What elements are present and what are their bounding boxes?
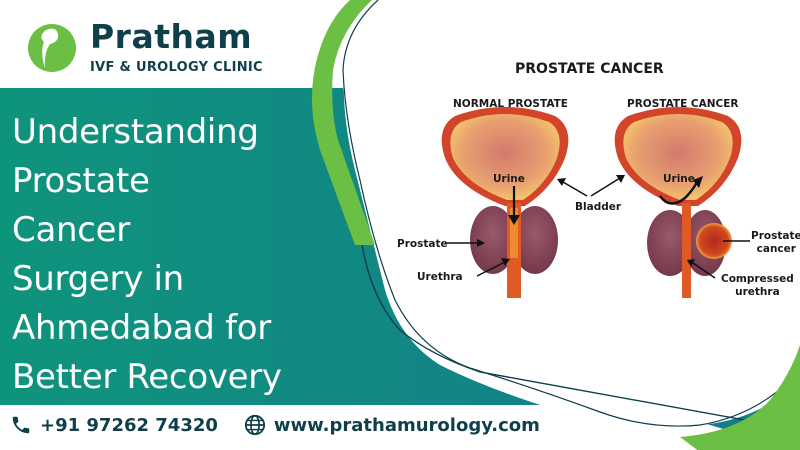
headline-line: Prostate [12,161,150,201]
headline-line: Surgery in [12,259,184,299]
logo-mark-icon [28,24,76,72]
phone-link[interactable]: +91 97262 74320 [10,414,218,436]
anatomy-illustration [441,107,750,298]
label-urine-normal: Urine [493,173,525,185]
contact-bar: +91 97262 74320 www.prathamurology.com [10,414,566,436]
diagram-title: PROSTATE CANCER [515,61,664,77]
normal-prostate-figure [441,107,588,298]
normal-prostate-title: NORMAL PROSTATE [453,98,568,110]
logo: Pratham IVF & UROLOGY CLINIC [26,18,263,75]
phone-number: +91 97262 74320 [40,414,218,436]
headline-line: Cancer [12,210,130,250]
prostate-cancer-figure [590,107,750,298]
label-urine-cancer: Urine [663,173,695,185]
brand-tagline: IVF & UROLOGY CLINIC [90,60,263,75]
label-compressed-line2: urethra [735,286,780,298]
label-prostate-cancer-line1: Prostate [751,230,800,242]
headline-line: Understanding [12,112,259,152]
label-prostate-cancer: Prostate cancer [751,230,800,256]
label-compressed-urethra: Compressed urethra [721,273,794,299]
brand-name: Pratham [90,17,253,56]
website-url: www.prathamurology.com [273,414,540,436]
phone-icon [12,416,30,434]
label-urethra: Urethra [417,271,463,283]
label-prostate-cancer-line2: cancer [756,243,796,255]
globe-icon [244,414,266,436]
headline-line: Ahmedabad for [12,308,271,348]
label-compressed-line1: Compressed [721,273,794,285]
website-link[interactable]: www.prathamurology.com [244,414,540,436]
prostate-diagram: PROSTATE CANCER NORMAL PROSTATE PROSTATE… [375,58,800,318]
prostate-cancer-title: PROSTATE CANCER [627,98,739,110]
headline: Understanding Prostate Cancer Surgery in… [12,108,342,402]
label-prostate: Prostate [397,238,448,250]
label-bladder: Bladder [575,201,622,213]
headline-line: Better Recovery [12,357,282,397]
